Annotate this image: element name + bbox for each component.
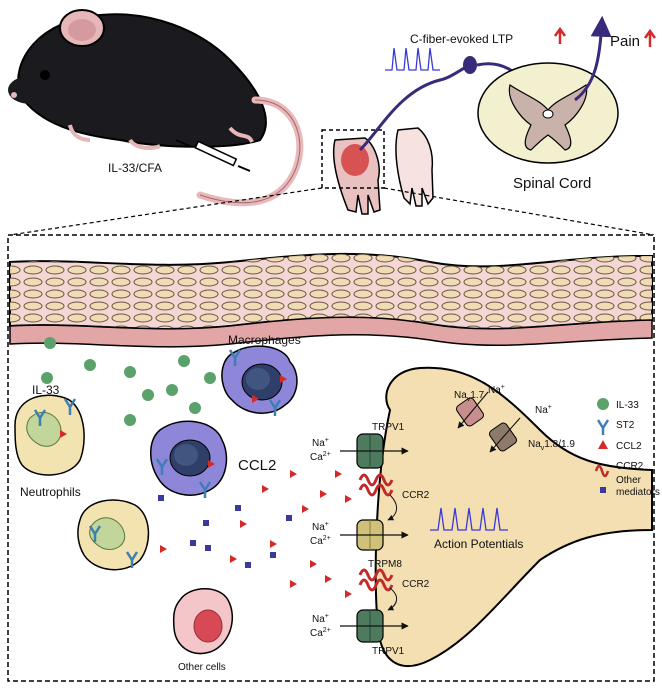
ccl2-molecules: [60, 375, 352, 598]
trpv1-top-label: TRPV1: [372, 422, 405, 433]
skin-layers: [9, 252, 653, 348]
syringe-icon: [175, 139, 251, 172]
trpm8-label: TRPM8: [368, 559, 402, 570]
il33-panel-label: IL-33: [32, 383, 60, 397]
legend: IL-33 ST2 CCL2 CCR2 Other mediators: [594, 398, 660, 498]
afferent-fiber: [358, 64, 469, 152]
zoom-line-right: [383, 187, 655, 236]
legend-ccr2-label: CCR2: [616, 461, 644, 472]
spinal-cord-label: Spinal Cord: [513, 175, 591, 192]
other-cells-label: Other cells: [178, 662, 226, 673]
il33-molecules: [41, 337, 216, 426]
pain-label: Pain: [610, 33, 640, 50]
action-potential-trace: [430, 507, 508, 531]
inflamed-paw: [332, 137, 381, 215]
svg-text:Ca2+: Ca2+: [310, 535, 331, 547]
ions-top: Na+ Ca2+: [310, 437, 331, 463]
zoom-box: [321, 129, 385, 189]
injection-label: IL-33/CFA: [108, 161, 162, 175]
ccr2-bottom-receptor: [358, 568, 394, 592]
st2-receptors: [33, 349, 282, 568]
mouse-illustration: [8, 9, 304, 207]
legend-other-icon: [600, 487, 606, 493]
neutrophils-label: Neutrophils: [20, 485, 81, 499]
macrophages-label: Macrophages: [228, 333, 301, 347]
svg-text:Ca2+: Ca2+: [310, 451, 331, 463]
other-cell: [172, 588, 233, 655]
ccr2-top-receptor: [358, 473, 394, 497]
drg-neuron: [463, 56, 477, 74]
ions-middle: Na+ Ca2+: [310, 521, 331, 547]
macrophage-middle: [150, 420, 228, 496]
nav17-na-ion: Na+: [488, 384, 505, 396]
svg-text:Ca2+: Ca2+: [310, 627, 331, 639]
nav18-label: Nav1.8/1.9: [528, 439, 575, 452]
neutrophil-top: [14, 394, 85, 476]
nav17-label: Nav1.7: [454, 390, 485, 403]
neutrophil-bottom: [77, 499, 150, 571]
legend-il33-label: IL-33: [616, 400, 639, 411]
legend-ccl2-label: CCL2: [616, 441, 642, 452]
legend-other-label: Other mediators: [616, 475, 660, 498]
svg-text:Na+: Na+: [312, 613, 329, 625]
legend-ccr2-icon: [594, 464, 610, 478]
legend-st2-label: ST2: [616, 420, 635, 431]
legend-il33-icon: [597, 398, 609, 410]
ltp-label: C-fiber-evoked LTP: [410, 32, 513, 46]
legend-ccl2-icon: [598, 440, 608, 449]
action-potential-trace-top: [385, 47, 440, 71]
ions-bottom: Na+ Ca2+: [310, 613, 331, 639]
trpv1-bottom-label: TRPV1: [372, 646, 405, 657]
ccr2-bottom-label: CCR2: [402, 579, 430, 590]
legend-st2-icon: [596, 419, 610, 435]
svg-text:Na+: Na+: [312, 437, 329, 449]
nav18-na-ion: Na+: [535, 404, 552, 416]
ccr2-top-label: CCR2: [402, 490, 430, 501]
svg-text:Na+: Na+: [312, 521, 329, 533]
normal-paw: [395, 127, 434, 207]
other-mediators: [158, 495, 292, 568]
macrophage-top: [221, 345, 298, 414]
spinal-cord-icon: [477, 62, 619, 164]
zoom-line-left: [9, 187, 323, 236]
ascending-pathway: [574, 15, 612, 102]
ccl2-label: CCL2: [238, 457, 276, 474]
action-potentials-label: Action Potentials: [434, 537, 523, 551]
